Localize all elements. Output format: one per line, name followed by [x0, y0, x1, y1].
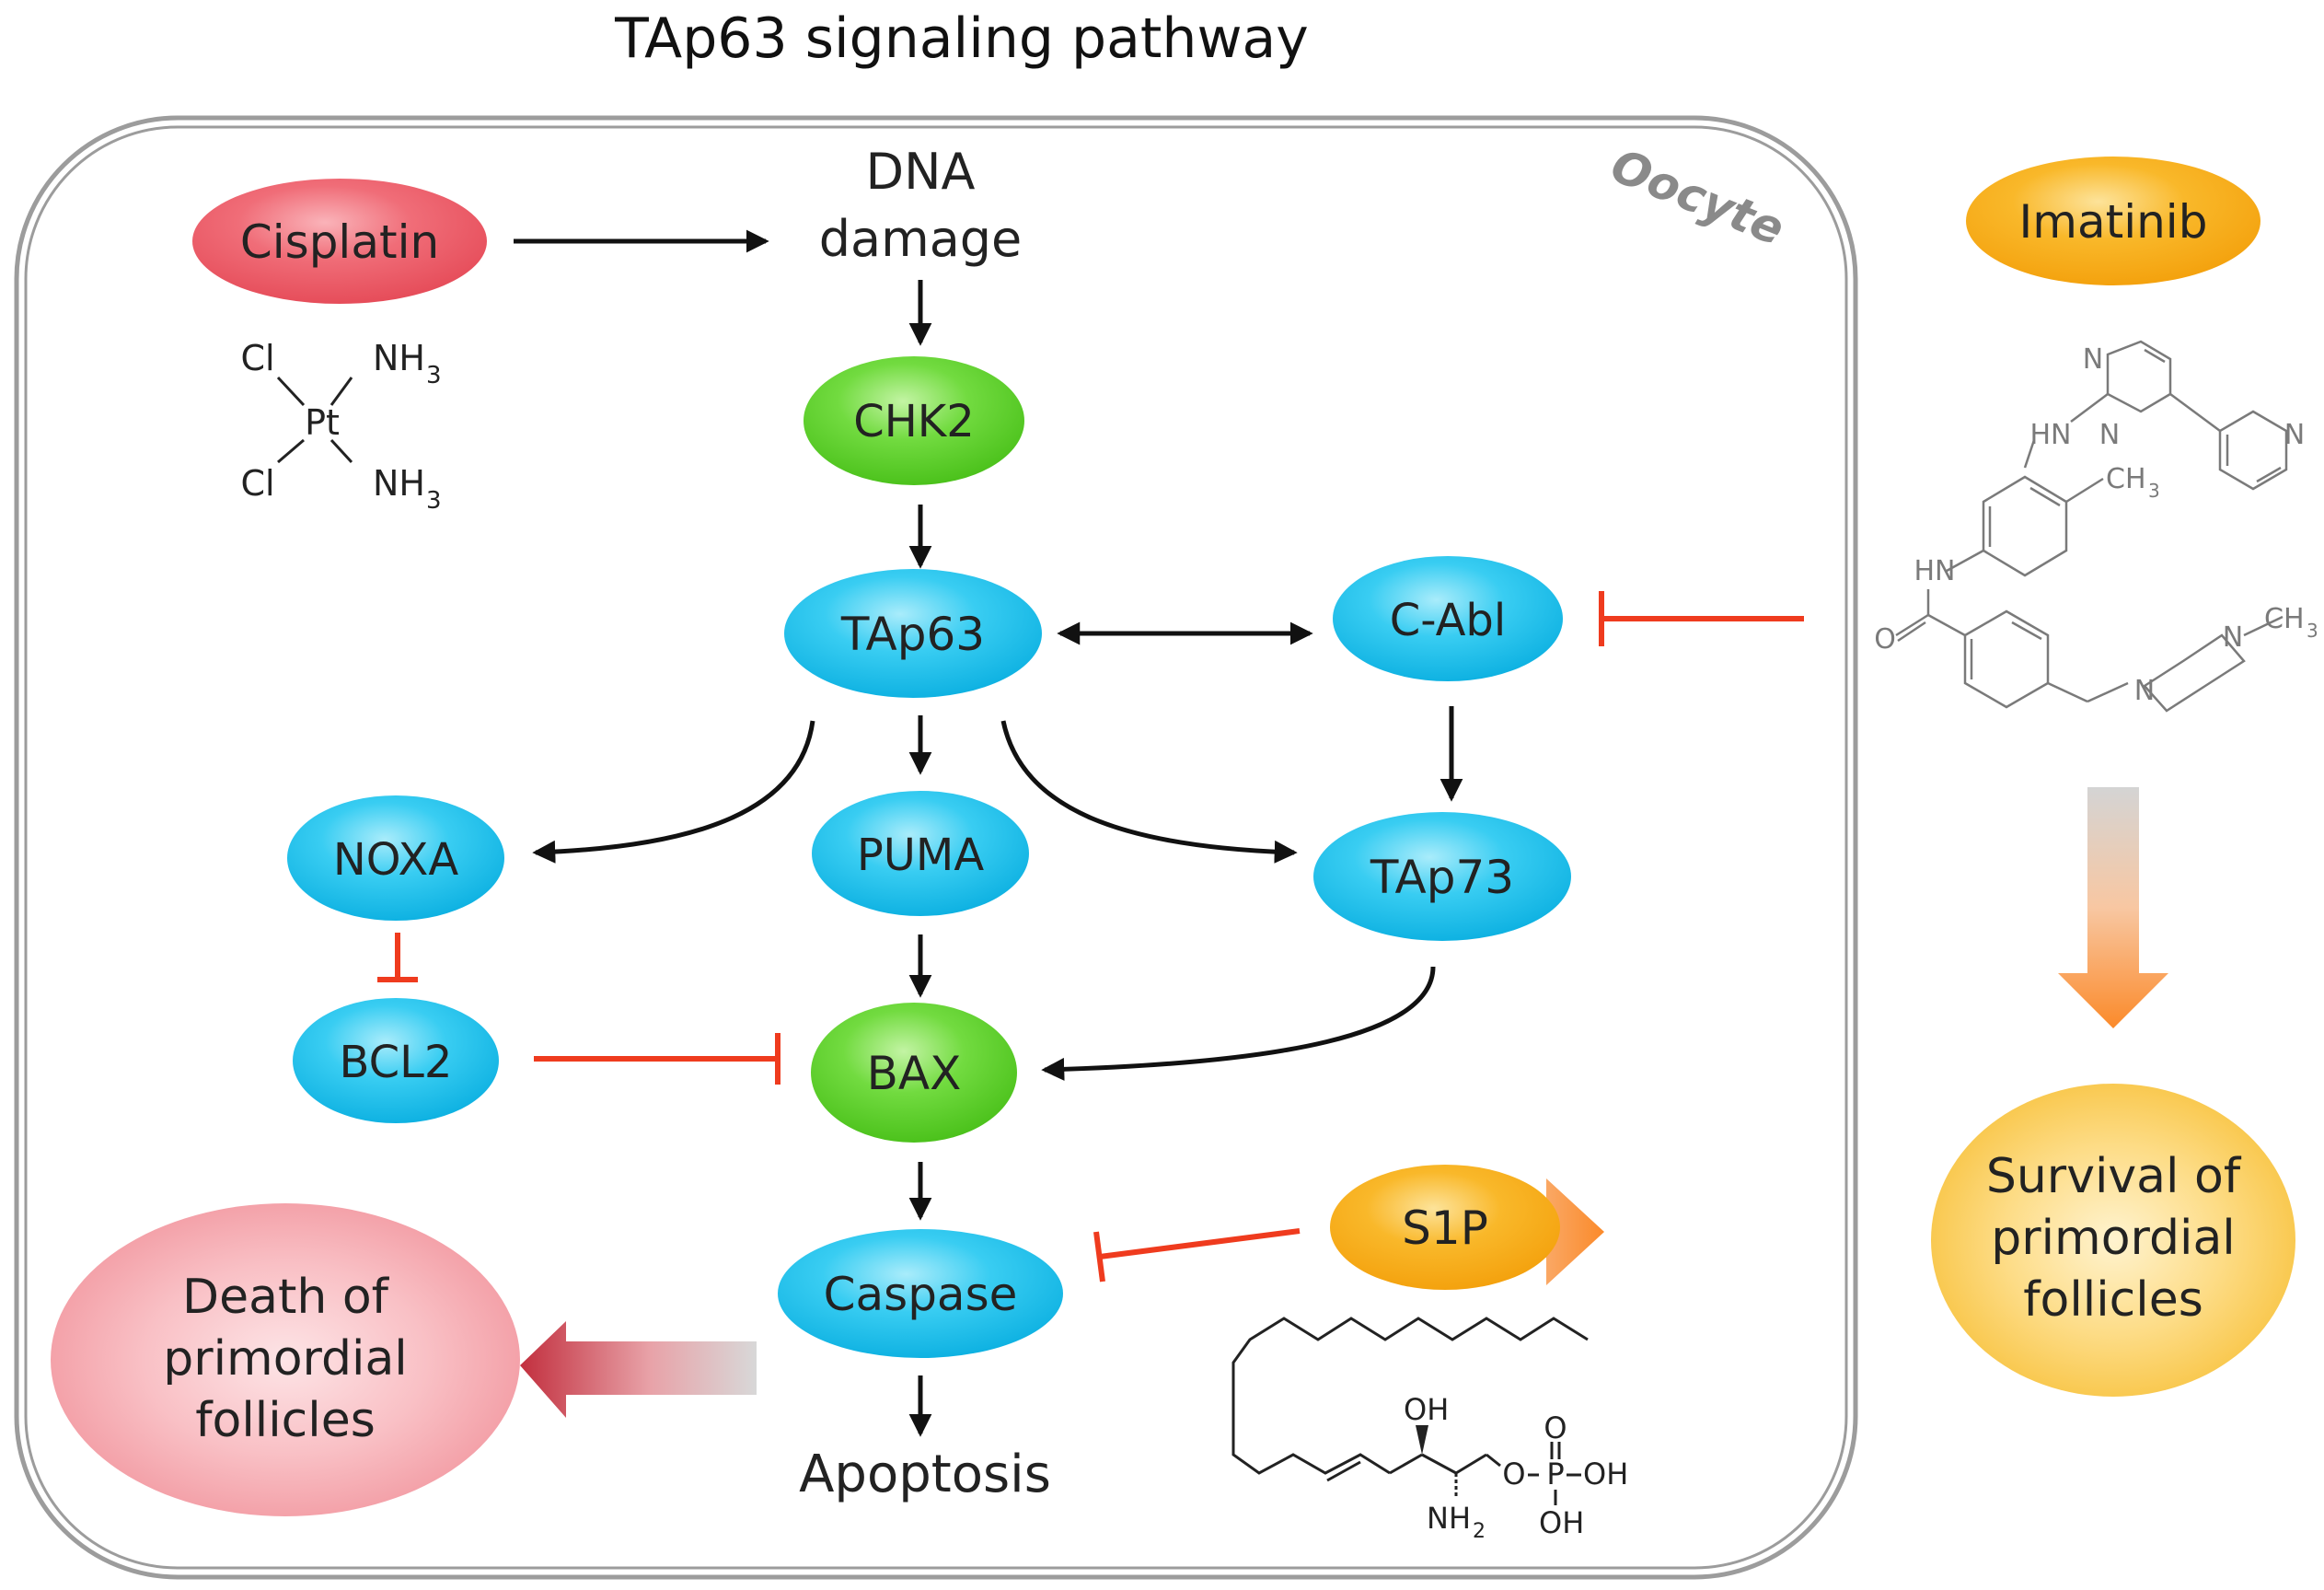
- node-puma-label: PUMA: [857, 830, 984, 881]
- inhibit-noxa-bcl2: [377, 933, 418, 982]
- svg-text:3: 3: [426, 487, 442, 515]
- svg-text:3: 3: [2148, 480, 2160, 502]
- node-dna-damage-line2: damage: [819, 210, 1023, 268]
- svg-text:O: O: [1502, 1457, 1525, 1491]
- svg-text:N: N: [2134, 675, 2155, 707]
- outcome-survival: Survival of primordial follicles: [1931, 1084, 2295, 1397]
- svg-text:OH: OH: [1583, 1457, 1628, 1491]
- outcome-survival-line2: primordial: [1991, 1211, 2236, 1266]
- oocyte-compartment: [14, 115, 1858, 1580]
- outcome-death-line2: primordial: [163, 1331, 408, 1387]
- diagram-title: TAp63 signaling pathway: [614, 6, 1309, 71]
- node-s1p-label: S1P: [1402, 1201, 1488, 1255]
- node-noxa: NOXA: [287, 795, 504, 921]
- svg-text:P: P: [1546, 1457, 1564, 1491]
- node-apoptosis: Apoptosis: [799, 1445, 1051, 1504]
- outcome-survival-line1: Survival of: [1986, 1149, 2242, 1204]
- node-imatinib-label: Imatinib: [2019, 195, 2208, 249]
- node-tap73: TAp73: [1313, 812, 1571, 941]
- node-cabl-label: C-Abl: [1390, 595, 1506, 646]
- node-tap63-label: TAp63: [840, 608, 985, 661]
- imatinib-structure: N N N HN CH 3 HN O N N CH 3: [1874, 340, 2318, 713]
- svg-text:3: 3: [426, 362, 442, 389]
- svg-text:NH: NH: [1427, 1501, 1471, 1536]
- svg-text:3: 3: [2307, 620, 2318, 642]
- outcome-death-line1: Death of: [182, 1270, 390, 1325]
- svg-text:Pt: Pt: [305, 402, 340, 443]
- node-bax: BAX: [811, 1003, 1017, 1143]
- svg-text:OH: OH: [1404, 1392, 1449, 1427]
- outcome-death: Death of primordial follicles: [51, 1203, 520, 1516]
- node-cisplatin: Cisplatin: [192, 179, 487, 304]
- node-cabl: C-Abl: [1333, 556, 1563, 681]
- svg-text:N: N: [2083, 343, 2103, 376]
- svg-text:HN: HN: [2030, 419, 2072, 451]
- svg-text:CH: CH: [2264, 603, 2305, 635]
- svg-text:HN: HN: [1914, 555, 1956, 587]
- node-bcl2-label: BCL2: [340, 1037, 453, 1088]
- node-tap73-label: TAp73: [1370, 851, 1514, 904]
- arrow-tap73-to-bax: [1041, 966, 1436, 1081]
- big-arrow-to-death: [520, 1321, 757, 1418]
- inhibit-bcl2-bax: [534, 1033, 780, 1085]
- svg-text:Cl: Cl: [240, 463, 274, 504]
- inhibit-imatinib-cabl: [1599, 591, 1804, 646]
- svg-text:Cl: Cl: [240, 338, 274, 378]
- node-bcl2: BCL2: [293, 998, 499, 1123]
- svg-text:O: O: [1544, 1410, 1567, 1445]
- big-arrow-imatinib-to-survival: [2058, 787, 2168, 1028]
- svg-text:O: O: [1874, 623, 1896, 656]
- node-puma: PUMA: [812, 791, 1029, 916]
- inhibition-lines: [377, 591, 1804, 1282]
- node-dna-damage-line1: DNA: [866, 143, 976, 201]
- svg-text:NH: NH: [373, 463, 425, 504]
- node-caspase: Caspase: [778, 1229, 1063, 1358]
- node-caspase-label: Caspase: [824, 1268, 1018, 1321]
- node-tap63: TAp63: [784, 569, 1042, 698]
- s1p-structure: OH NH 2 O P O OH OH: [1231, 1317, 1628, 1543]
- node-noxa-label: NOXA: [333, 834, 459, 886]
- node-s1p: S1P: [1330, 1165, 1560, 1290]
- outcome-death-line3: follicles: [195, 1393, 376, 1448]
- svg-text:OH: OH: [1539, 1505, 1584, 1540]
- arrow-tap63-to-tap73: [1000, 720, 1298, 864]
- node-bax-label: BAX: [867, 1047, 962, 1100]
- inhibit-s1p-caspase: [1093, 1228, 1301, 1282]
- svg-text:CH: CH: [2106, 463, 2146, 495]
- arrow-tap63-to-noxa: [532, 720, 815, 864]
- svg-text:NH: NH: [373, 338, 425, 378]
- node-imatinib: Imatinib: [1966, 157, 2260, 285]
- svg-text:N: N: [2223, 621, 2243, 654]
- cisplatin-structure: Cl Cl Pt NH 3 NH 3: [240, 338, 441, 515]
- node-cisplatin-label: Cisplatin: [240, 215, 439, 269]
- node-chk2: CHK2: [804, 356, 1024, 485]
- oocyte-label: Oocyte: [1603, 138, 1791, 256]
- svg-text:2: 2: [1473, 1520, 1486, 1543]
- node-chk2-label: CHK2: [853, 396, 975, 447]
- svg-text:N: N: [2099, 419, 2120, 451]
- node-dna-damage: DNA damage: [819, 143, 1023, 268]
- svg-text:N: N: [2284, 419, 2305, 451]
- activation-arrows: [514, 229, 1463, 1437]
- outcome-survival-line3: follicles: [2023, 1272, 2203, 1328]
